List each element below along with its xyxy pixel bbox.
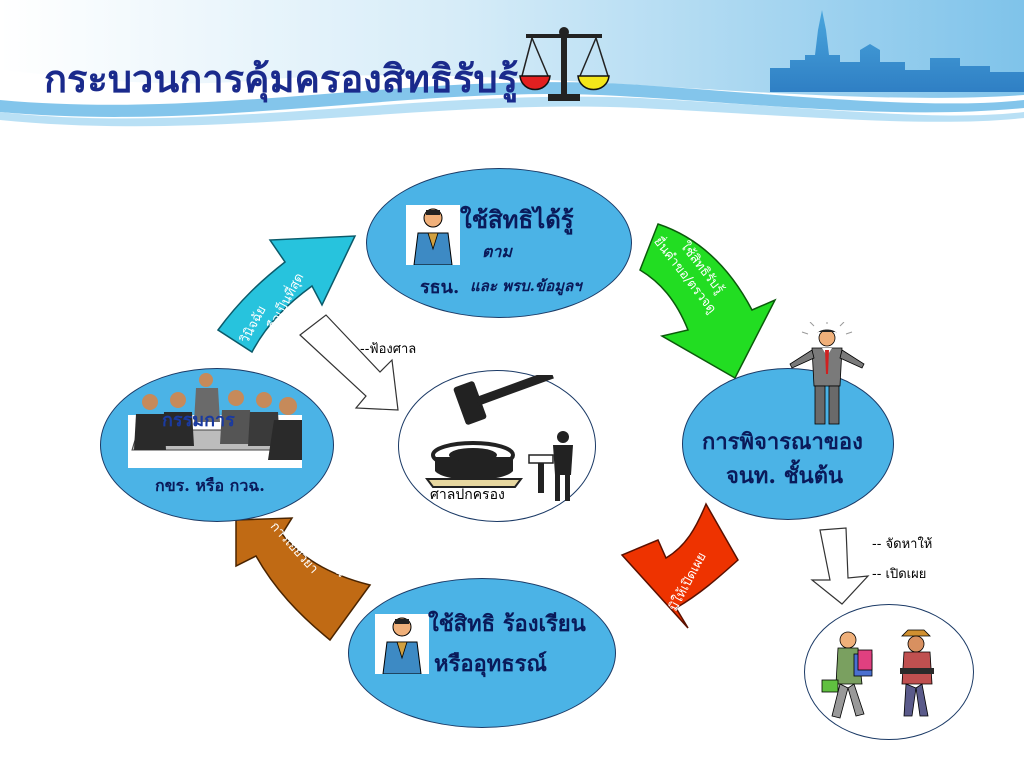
header-background <box>0 0 1024 150</box>
orange-arrow <box>235 517 372 642</box>
page-title: กระบวนการคุ้มครองสิทธิรับรู้ <box>44 56 519 101</box>
center-node-caption: ศาลปกครอง <box>430 487 505 503</box>
left-node-caption: กขร. หรือ กวฉ. <box>155 476 265 495</box>
top-node-line1: ใช้สิทธิได้รู้ <box>460 205 574 234</box>
disclose-node <box>804 604 974 740</box>
right-node <box>682 368 894 520</box>
top-node-line3b: และ พรบ.ข้อมูลฯ <box>470 277 582 295</box>
green-arrow <box>639 223 777 380</box>
red-arrow <box>620 502 739 629</box>
scale-icon <box>519 27 610 101</box>
meeting-people <box>128 373 302 468</box>
top-node-line2: ตาม <box>482 242 512 261</box>
right-node-line1: การพิจารณาของ <box>702 429 863 455</box>
disclose-label-2: -- เปิดเผย <box>872 567 927 582</box>
court-arrow <box>299 314 399 411</box>
bottom-node-line1: ใช้สิทธิ ร้องเรียน <box>428 611 586 637</box>
right-node-line2: จนท. ชั้นต้น <box>726 463 844 489</box>
bottom-node-line2: หรืออุทธรณ์ <box>434 651 547 677</box>
church-skyline <box>770 10 1024 92</box>
cyan-arrow <box>216 235 357 354</box>
disclose-label-1: -- จัดหาให้ <box>872 537 933 552</box>
top-node-line3a: รธน. <box>420 277 460 298</box>
businessman-icon <box>789 322 865 425</box>
walking-people <box>821 629 934 719</box>
gavel-icon <box>425 375 573 501</box>
person-icon <box>406 205 460 265</box>
court-label: --ฟ้องศาล <box>360 342 417 357</box>
disclose-arrow <box>810 527 870 605</box>
person-icon-bottom <box>375 614 429 674</box>
left-node-overlay: กรรมการ <box>162 410 235 431</box>
